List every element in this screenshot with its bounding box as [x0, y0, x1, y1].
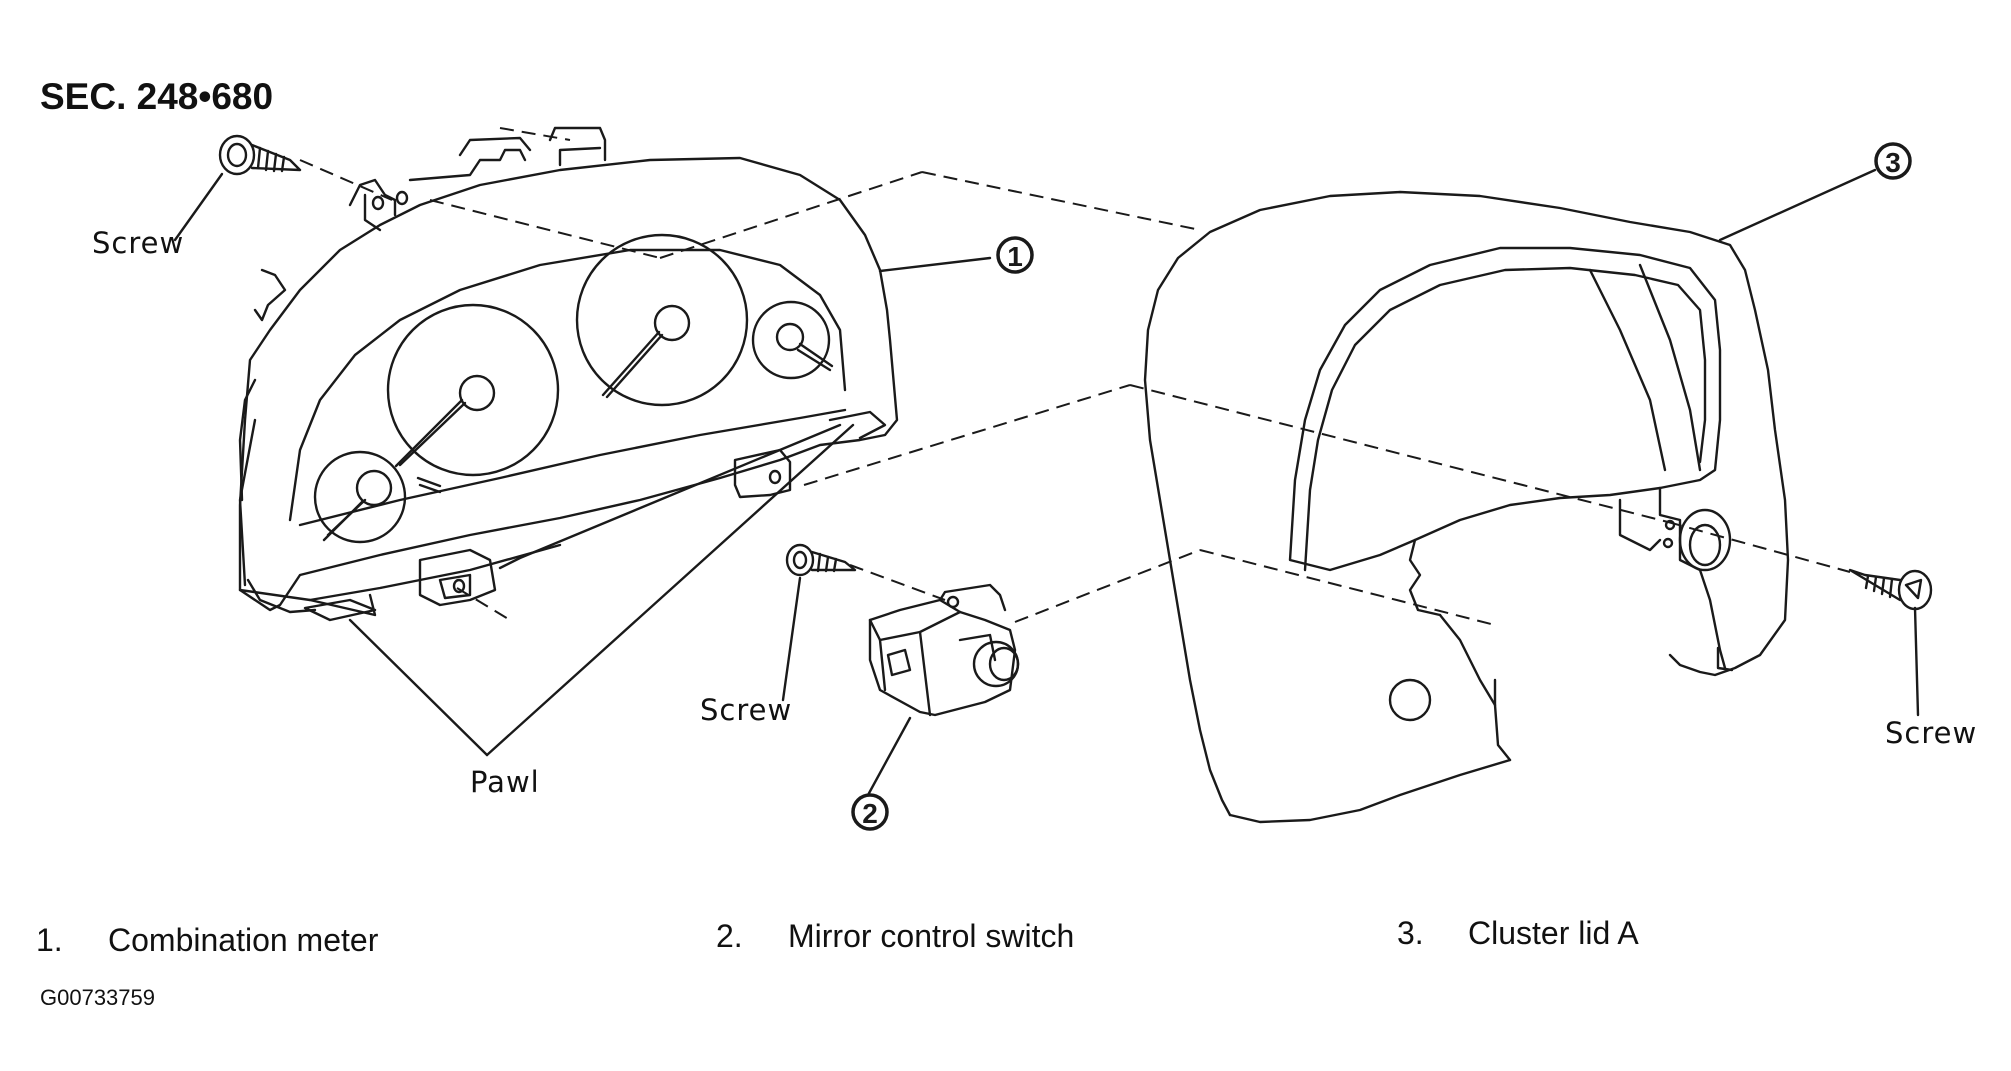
legend-text-2: Mirror control switch: [788, 918, 1075, 954]
legend-text-3: Cluster lid A: [1468, 915, 1639, 951]
marker-2: 2: [851, 793, 889, 831]
screw-label-middle: Screw: [700, 693, 793, 727]
alignment-lines: [299, 127, 1851, 626]
legend-number-3: 3.: [1397, 915, 1424, 951]
screw-label-right: Screw: [1885, 716, 1978, 750]
screw-label-left: Screw: [92, 226, 185, 260]
cluster-lid-a: [1143, 190, 1790, 824]
screw-right-shape: [1848, 568, 1933, 611]
legend-number-1: 1.: [36, 922, 63, 958]
combination-meter: [238, 126, 899, 622]
leader-lines: [173, 168, 1920, 797]
svg-text:3: 3: [1885, 147, 1901, 178]
mirror-control-switch: [868, 583, 1020, 717]
legend-number-2: 2.: [716, 918, 743, 954]
screw-left-shape: [218, 134, 302, 176]
figure-code: G00733759: [40, 985, 155, 1010]
pawl-label: Pawl: [470, 765, 540, 799]
svg-text:1: 1: [1007, 241, 1023, 272]
marker-3: 3: [1874, 142, 1912, 180]
screw-middle-shape: [785, 543, 857, 577]
marker-1: 1: [996, 236, 1034, 274]
section-title: SEC. 248•680: [40, 76, 274, 117]
legend-text-1: Combination meter: [108, 922, 379, 958]
svg-text:2: 2: [862, 798, 878, 829]
